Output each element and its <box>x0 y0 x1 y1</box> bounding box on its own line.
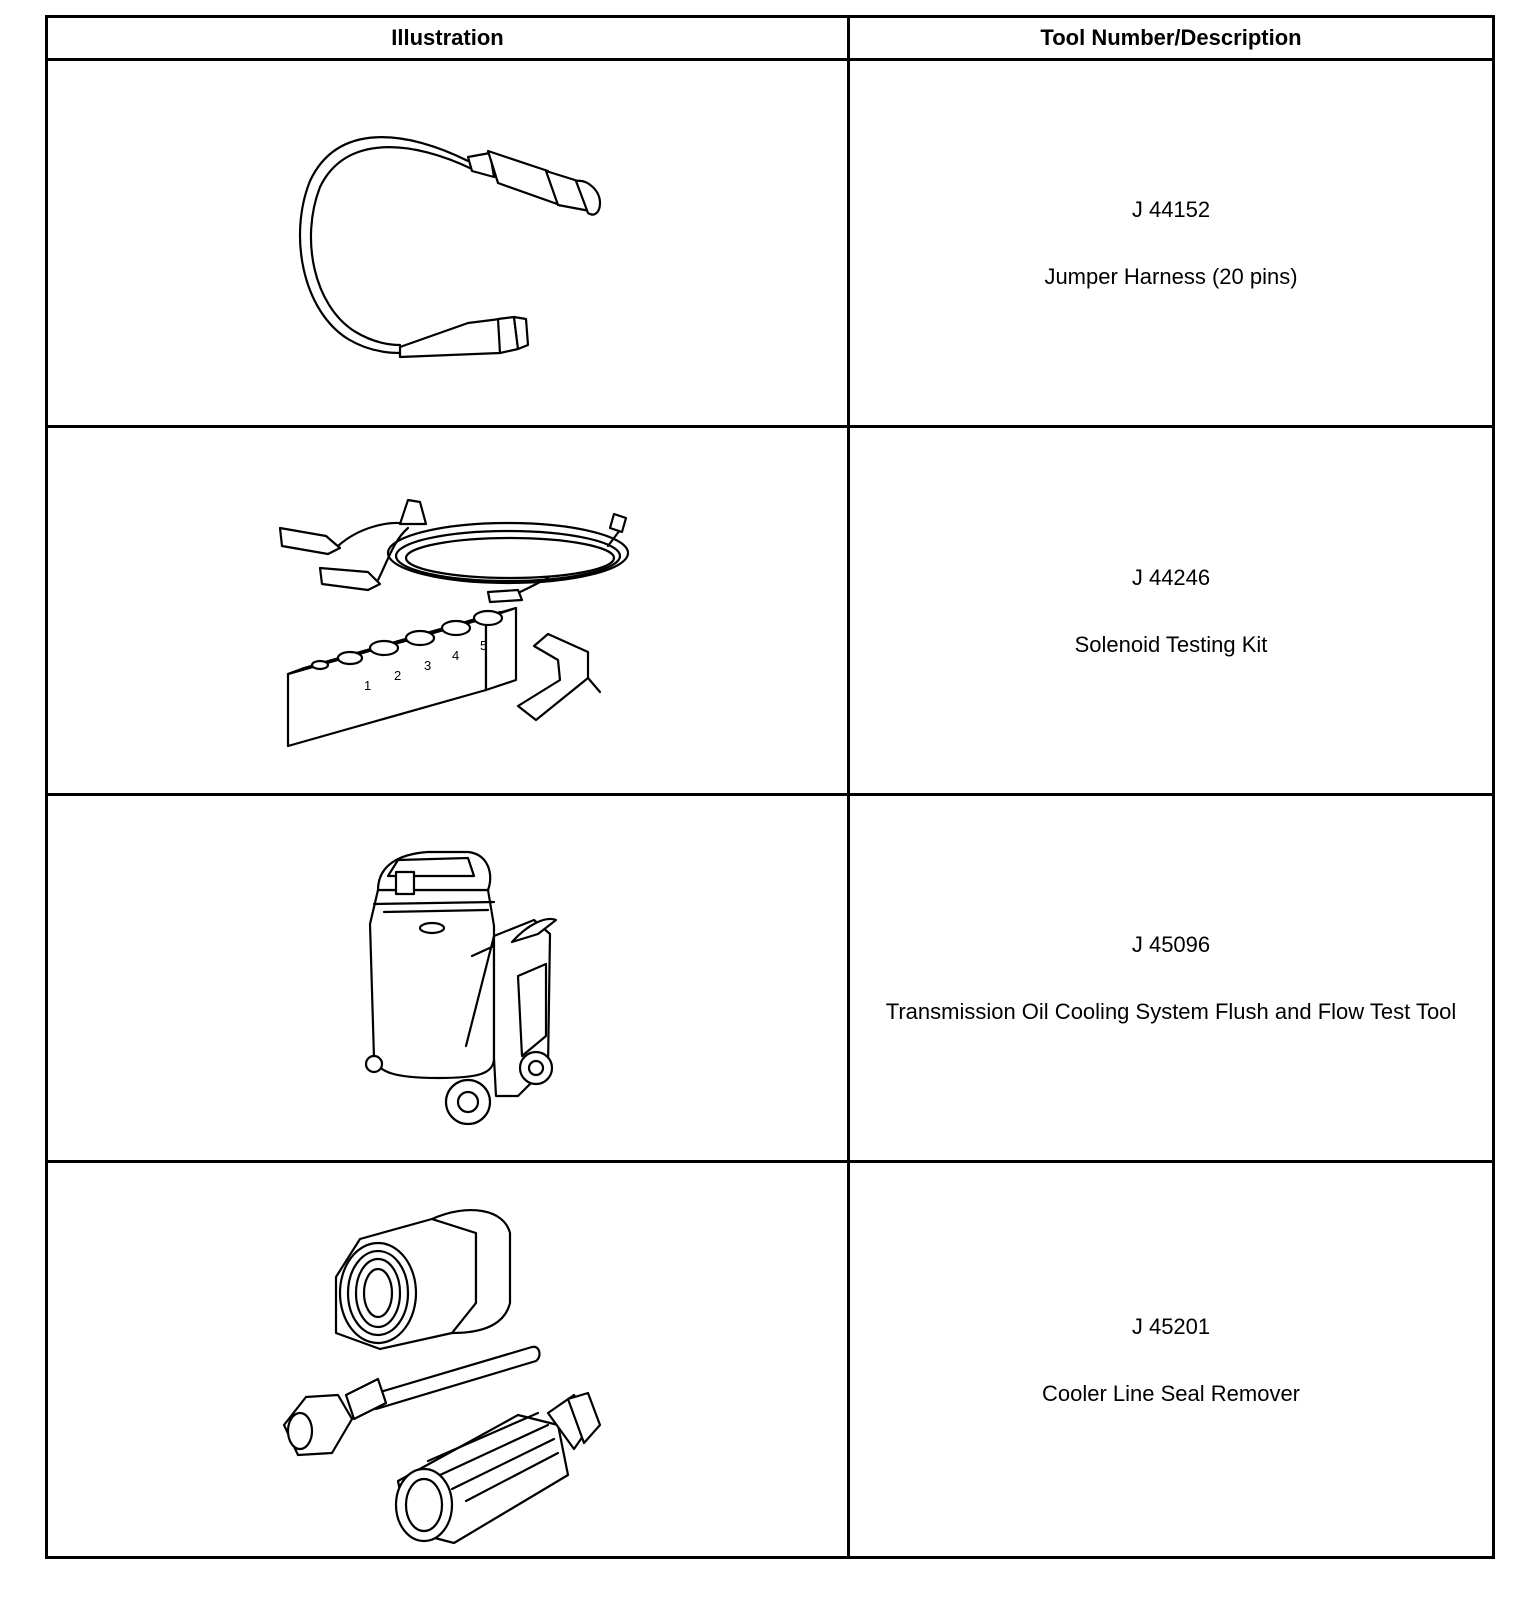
tool-description: Jumper Harness (20 pins) <box>1044 264 1298 289</box>
description-cell: J 44152 Jumper Harness (20 pins) <box>850 61 1492 425</box>
illustration-cell <box>48 1163 847 1556</box>
tool-number: J 45096 <box>1131 932 1211 957</box>
header-divider <box>48 58 1492 61</box>
tool-description: Cooler Line Seal Remover <box>1041 1380 1301 1406</box>
kit-block-number: 4 <box>452 648 459 663</box>
kit-block-number: 1 <box>364 678 371 693</box>
description-cell: J 45201 Cooler Line Seal Remover <box>850 1163 1492 1556</box>
illustration-cell <box>48 796 847 1160</box>
kit-block-number: 2 <box>394 668 401 683</box>
tools-table: Illustration Tool Number/Description J 4… <box>45 15 1495 1559</box>
header-illustration: Illustration <box>391 25 504 50</box>
tool-number: J 45201 <box>1131 1313 1211 1339</box>
description-cell: J 45096 Transmission Oil Cooling System … <box>850 796 1492 1160</box>
cooler-line-seal-remover-icon <box>282 1208 601 1545</box>
tool-number: J 44152 <box>1131 197 1211 222</box>
row-divider <box>48 1160 1492 1163</box>
header-tool-number-description: Tool Number/Description <box>1040 25 1302 50</box>
kit-block-number: 3 <box>424 658 431 673</box>
flush-flow-test-cart-icon <box>364 850 557 1126</box>
illustration-cell: 1 2 3 4 5 <box>48 428 847 793</box>
description-cell: J 44246 Solenoid Testing Kit <box>850 428 1492 793</box>
illustration-cell <box>48 61 847 425</box>
solenoid-testing-kit-icon: 1 2 3 4 5 <box>278 498 629 748</box>
tool-description: Solenoid Testing Kit <box>1074 631 1268 657</box>
tool-number: J 44246 <box>1131 564 1211 590</box>
jumper-harness-icon <box>298 136 601 359</box>
column-divider <box>847 18 850 1556</box>
row-divider <box>48 425 1492 428</box>
row-divider <box>48 793 1492 796</box>
kit-block-number: 5 <box>480 638 487 653</box>
tool-description: Transmission Oil Cooling System Flush an… <box>885 999 1457 1024</box>
